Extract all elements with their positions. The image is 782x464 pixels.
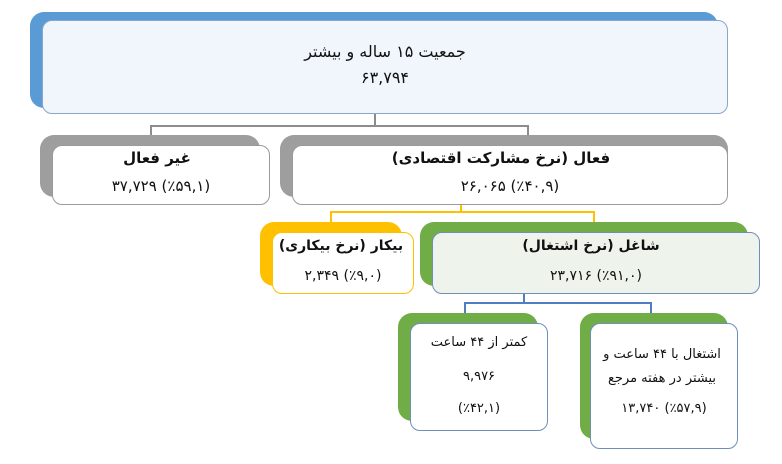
node-more-44-label-2: بیشتر در هفته مرجع — [607, 371, 717, 386]
connector-inactive-vertical — [150, 125, 152, 137]
node-inactive-card — [52, 145, 270, 205]
connector-more44-vertical — [650, 302, 652, 316]
connector-root-vertical — [374, 112, 376, 126]
node-inactive-value: (٪۵۹,۱) ۳۷,۷۲۹ — [111, 177, 211, 195]
node-more-44-label-1: اشتغال با ۴۴ ساعت و — [603, 347, 721, 362]
connector-employed-down — [523, 293, 525, 303]
node-active-value: (٪۴۰,۹) ۲۶,۰۶۵ — [460, 177, 560, 195]
node-less-44-card — [410, 323, 548, 431]
node-population: جمعیت ۱۵ ساله و بیشتر ۶۳,۷۹۴ — [30, 12, 730, 116]
connector-level3-horizontal — [464, 302, 651, 304]
connector-employed-vertical — [593, 211, 595, 225]
connector-less44-vertical — [464, 302, 466, 316]
node-employed-card — [432, 232, 760, 294]
node-active-title: فعال (نرخ مشارکت اقتصادی) — [391, 149, 611, 167]
node-population-card — [42, 20, 728, 114]
node-population-value: ۶۳,۷۹۴ — [360, 68, 410, 87]
connector-level1-horizontal — [150, 125, 528, 127]
node-less-44-pct: (٪۴۲,۱) — [457, 401, 501, 416]
node-more-44-value: (٪۵۷,۹) ۱۳,۷۴۰ — [621, 401, 707, 416]
node-unemployed-title: بیکار (نرخ بیکاری) — [278, 238, 404, 254]
node-less-44-label: کمتر از ۴۴ ساعت — [430, 335, 528, 350]
node-inactive-title: غیر فعال — [123, 149, 191, 167]
connector-unemployed-vertical — [330, 211, 332, 225]
node-unemployed-value: (٪۹,۰) ۲,۳۴۹ — [304, 268, 382, 284]
node-inactive: غیر فعال (٪۵۹,۱) ۳۷,۷۲۹ — [40, 135, 272, 207]
node-employed: شاغل (نرخ اشتغال) (٪۹۱,۰) ۲۳,۷۱۶ — [420, 222, 762, 296]
node-unemployed: بیکار (نرخ بیکاری) (٪۹,۰) ۲,۳۴۹ — [260, 222, 416, 296]
node-active-card — [292, 145, 728, 205]
node-employed-value: (٪۹۱,۰) ۲۳,۷۱۶ — [550, 268, 642, 284]
node-population-title: جمعیت ۱۵ ساله و بیشتر — [304, 42, 466, 61]
node-unemployed-card — [272, 232, 414, 294]
connector-active-vertical — [527, 125, 529, 137]
node-more-44: اشتغال با ۴۴ ساعت و بیشتر در هفته مرجع (… — [580, 313, 740, 451]
node-less-44-value: ۹,۹۷۶ — [462, 369, 496, 384]
connector-active-down — [460, 200, 462, 212]
node-employed-title: شاغل (نرخ اشتغال) — [522, 238, 660, 254]
node-active: فعال (نرخ مشارکت اقتصادی) (٪۴۰,۹) ۲۶,۰۶۵ — [280, 135, 730, 207]
connector-level2-horizontal — [330, 211, 594, 213]
node-less-44: کمتر از ۴۴ ساعت ۹,۹۷۶ (٪۴۲,۱) — [398, 313, 550, 433]
node-more-44-card — [590, 323, 738, 449]
